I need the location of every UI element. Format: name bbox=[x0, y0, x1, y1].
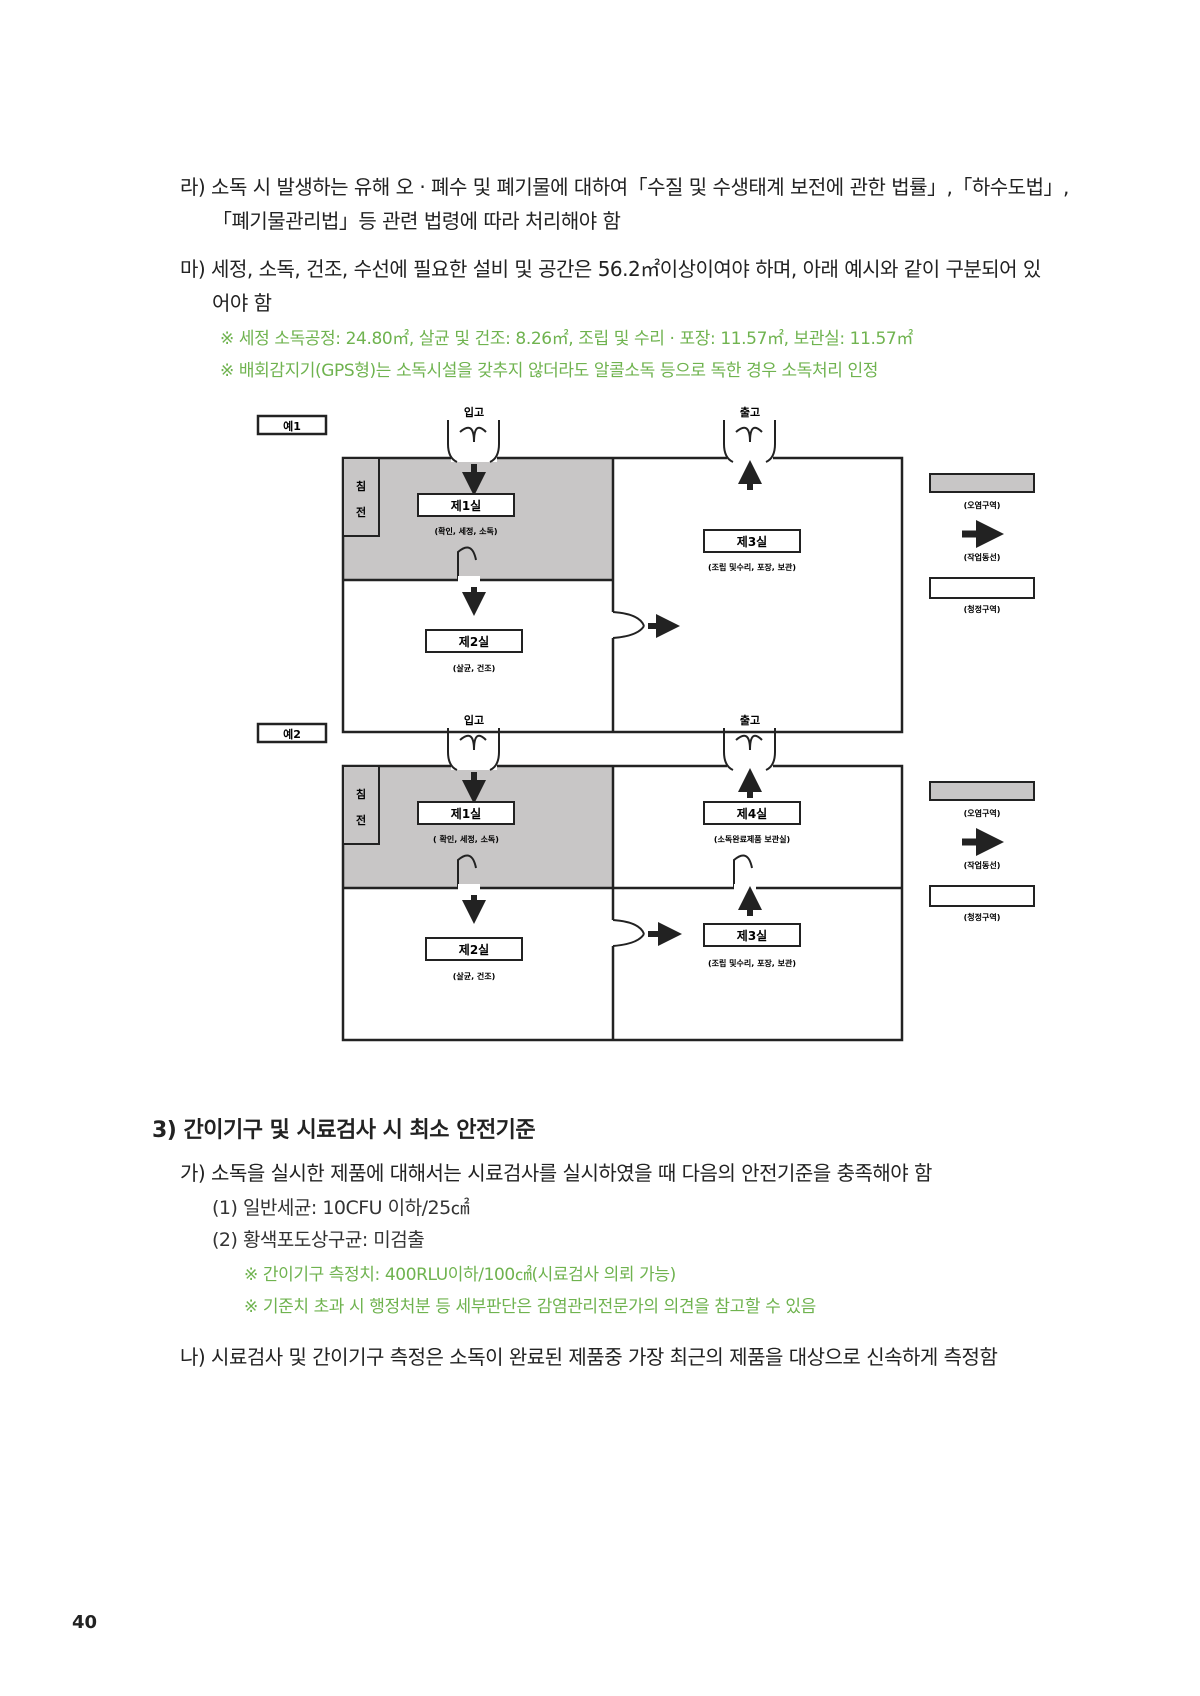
legend-flow-label: (작업동선) bbox=[964, 552, 1001, 562]
room4-label: 제4실 bbox=[737, 806, 767, 821]
room3-label-box bbox=[703, 923, 801, 947]
room3-label-2: 제3실 bbox=[737, 928, 767, 943]
para-ra-line2: 「폐기물관리법」등 관련 법령에 따라 처리해야 함 bbox=[212, 209, 621, 233]
legend-contaminated-swatch bbox=[929, 473, 1035, 493]
legend-clean-swatch bbox=[929, 577, 1035, 599]
room1-label-box bbox=[417, 801, 515, 825]
example-1-outer-wall bbox=[341, 456, 904, 734]
entrance-door-2 bbox=[447, 728, 500, 771]
room1-sub-2: ( 확인, 세정, 소독) bbox=[433, 834, 499, 844]
room3-label: 제3실 bbox=[737, 534, 767, 549]
legend-clean-label: (청정구역) bbox=[964, 604, 1001, 614]
exit-door-2 bbox=[723, 728, 776, 771]
out-label-2: 출고 bbox=[740, 713, 760, 727]
inner-door-1 bbox=[457, 546, 477, 580]
side-label-1a: 침 bbox=[356, 479, 366, 493]
room2-label-2: 제2실 bbox=[459, 942, 489, 957]
room1-label-box bbox=[417, 493, 515, 517]
room2-label-box bbox=[425, 937, 523, 961]
side-label-1b: 전 bbox=[356, 505, 366, 519]
section3-na: 나) 시료검사 및 간이기구 측정은 소독이 완료된 제품중 가장 최근의 제품… bbox=[180, 1345, 998, 1369]
legend-contaminated-label: (오염구역) bbox=[964, 500, 1001, 510]
out-label-1: 출고 bbox=[740, 405, 760, 419]
example-2-tag: 예2 bbox=[283, 727, 301, 741]
room4-sub: (소독완료제품 보관실) bbox=[714, 834, 790, 844]
page-number: 40 bbox=[72, 1612, 98, 1633]
room2-label-box bbox=[425, 629, 523, 653]
side-label-2a: 침 bbox=[356, 787, 366, 801]
room2-label: 제2실 bbox=[459, 634, 489, 649]
floor-plan-figure: 예1 침 전 입고 출고 제1실 (확인, 세정, bbox=[256, 405, 1035, 1042]
room1-label: 제1실 bbox=[451, 498, 481, 513]
section3-note2: ※ 기준치 초과 시 행정처분 등 세부판단은 감염관리전문가의 의견을 참고할… bbox=[244, 1297, 816, 1317]
para-ma-note2: ※ 배회감지기(GPS형)는 소독시설을 갖추지 않더라도 알콜소독 등으로 독… bbox=[220, 361, 879, 381]
room1-contaminated-area bbox=[343, 766, 613, 888]
room2-sub: (살균, 건조) bbox=[453, 663, 496, 673]
room3-label-box bbox=[703, 529, 801, 553]
para-ra-line1: 라) 소독 시 발생하는 유해 오 · 폐수 및 폐기물에 대하여「수질 및 수… bbox=[180, 175, 1069, 199]
inner-door-2 bbox=[457, 854, 477, 888]
side-panel-1 bbox=[342, 457, 380, 537]
room1-contaminated-area bbox=[343, 458, 613, 580]
legend-clean-label-2: (청정구역) bbox=[964, 912, 1001, 922]
room3-sub-2: (조립 및수리, 포장, 보관) bbox=[708, 958, 796, 968]
legend-contaminated-label-2: (오염구역) bbox=[964, 808, 1001, 818]
para-ma-line2: 어야 함 bbox=[212, 291, 272, 315]
exit-door-1 bbox=[723, 420, 776, 463]
room3-sub: (조립 및수리, 포장, 보관) bbox=[708, 562, 796, 572]
inner-door-3-4 bbox=[733, 854, 753, 888]
room1-sub: (확인, 세정, 소독) bbox=[434, 526, 497, 536]
section3-note1: ※ 간이기구 측정치: 400RLU이하/100㎠(시료검사 의뢰 가능) bbox=[244, 1265, 676, 1285]
section3-item2: (2) 황색포도상구균: 미검출 bbox=[212, 1229, 425, 1251]
entrance-door-1 bbox=[447, 420, 500, 463]
side-label-2b: 전 bbox=[356, 813, 366, 827]
example-1-tag: 예1 bbox=[283, 419, 301, 433]
section3-item1: (1) 일반세균: 10CFU 이하/25㎠ bbox=[212, 1197, 470, 1219]
example-2-tag-box bbox=[256, 722, 328, 744]
legend-clean-swatch bbox=[929, 885, 1035, 907]
side-panel-2 bbox=[342, 765, 380, 845]
door-room2-room3 bbox=[612, 919, 645, 947]
room2-sub-2: (살균, 건조) bbox=[453, 971, 496, 981]
in-label-1: 입고 bbox=[464, 406, 484, 419]
legend-contaminated-swatch bbox=[929, 781, 1035, 801]
room1-label-2: 제1실 bbox=[451, 806, 481, 821]
room4-label-box bbox=[703, 801, 801, 825]
example-1-tag-box bbox=[256, 414, 328, 436]
para-ma-note1: ※ 세정 소독공정: 24.80㎡, 살균 및 건조: 8.26㎡, 조립 및 … bbox=[220, 329, 913, 349]
in-label-2: 입고 bbox=[464, 714, 484, 727]
section3-heading: 3) 간이기구 및 시료검사 시 최소 안전기준 bbox=[152, 1118, 536, 1143]
para-ma-line1: 마) 세정, 소독, 건조, 수선에 필요한 설비 및 공간은 56.2㎡이상이… bbox=[180, 257, 1041, 281]
example-1-plan: 예1 침 전 입고 출고 제1실 (확인, 세정, bbox=[256, 405, 1035, 734]
example-2-plan: 예2 침 전 입고 출고 제1실 ( 확인, 세정, 소독) bbox=[256, 713, 1035, 1042]
legend-flow-label-2: (작업동선) bbox=[964, 860, 1001, 870]
door-room2-room3 bbox=[612, 611, 645, 639]
section3-ga: 가) 소독을 실시한 제품에 대해서는 시료검사를 실시하였을 때 다음의 안전… bbox=[180, 1161, 932, 1185]
example-2-outer-wall bbox=[341, 764, 904, 1042]
